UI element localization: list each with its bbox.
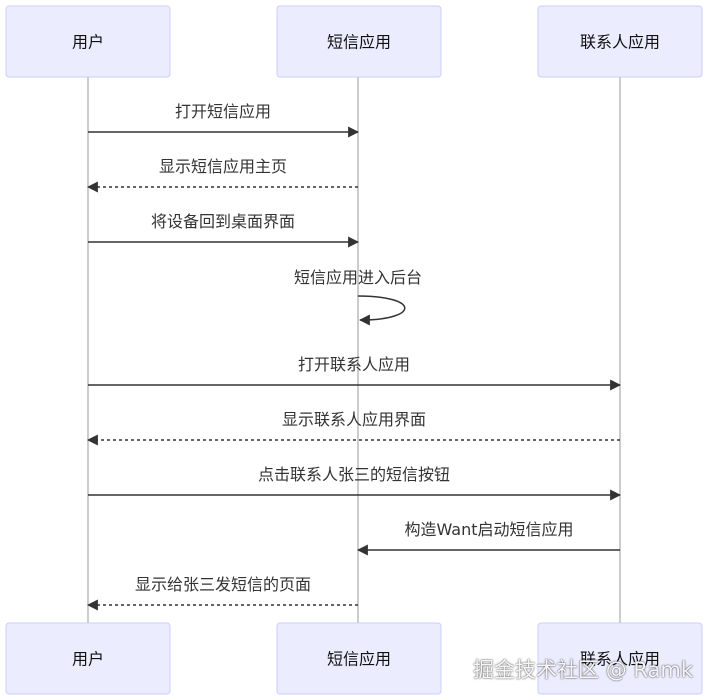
actor-label-top-user: 用户: [72, 33, 104, 52]
message-label-6: 显示联系人应用界面: [282, 410, 426, 429]
message-label-9: 显示给张三发短信的页面: [135, 575, 311, 594]
actor-label-top-contacts: 联系人应用: [580, 33, 660, 52]
actor-box-bottom-contacts: [537, 622, 703, 695]
actor-label-bottom-sms: 短信应用: [327, 650, 391, 669]
actor-box-top-contacts: [537, 5, 703, 78]
message-label-5: 打开联系人应用: [298, 355, 410, 374]
watermark: 掘金技术社区 @ Ramk: [473, 658, 693, 682]
message-label-1: 打开短信应用: [175, 102, 271, 121]
message-label-3: 将设备回到桌面界面: [151, 212, 295, 231]
actor-label-bottom-contacts: 联系人应用: [580, 650, 660, 669]
message-label-7: 点击联系人张三的短信按钮: [258, 465, 450, 484]
actor-box-top-sms: [276, 5, 442, 78]
actor-box-bottom-user: [5, 622, 171, 695]
message-arrow-4: [357, 295, 406, 326]
actor-box-bottom-sms: [276, 622, 442, 695]
message-label-8: 构造Want启动短信应用: [404, 520, 573, 539]
actor-label-top-sms: 短信应用: [327, 33, 391, 52]
message-label-2: 显示短信应用主页: [159, 157, 287, 176]
message-label-4: 短信应用进入后台: [294, 268, 422, 287]
actor-label-bottom-user: 用户: [72, 650, 104, 669]
actor-box-top-user: [5, 5, 171, 78]
